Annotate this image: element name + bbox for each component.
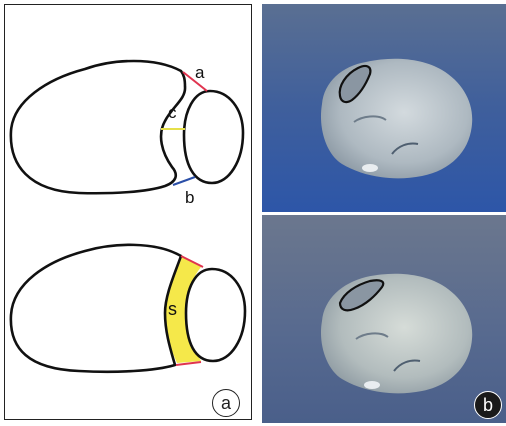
specimen-photo-top-svg: [262, 4, 506, 212]
diagram-panel: a c b s: [4, 4, 252, 420]
specimen-photo-bottom: [262, 215, 506, 423]
panel-a-badge: a: [212, 389, 240, 417]
bottom-diagram: s: [11, 245, 245, 372]
specimen-photo-top: [262, 4, 506, 212]
panel-b-badge: b: [474, 391, 502, 419]
large-lobe-outline: [11, 61, 185, 193]
label-s: s: [168, 299, 177, 319]
large-lobe-outline-2: [11, 245, 181, 372]
top-diagram: a c b: [11, 61, 243, 207]
diagram-svg: a c b s: [5, 5, 253, 421]
specimen-body: [321, 59, 472, 179]
specimen-photo-bottom-svg: [262, 215, 506, 423]
label-a: a: [195, 63, 205, 82]
photo-panel: [262, 4, 506, 423]
small-lobe-outline-2: [186, 269, 245, 361]
label-b: b: [185, 188, 194, 207]
specimen-body-2: [321, 274, 472, 394]
small-lobe-outline: [184, 91, 243, 183]
label-c: c: [168, 103, 177, 122]
